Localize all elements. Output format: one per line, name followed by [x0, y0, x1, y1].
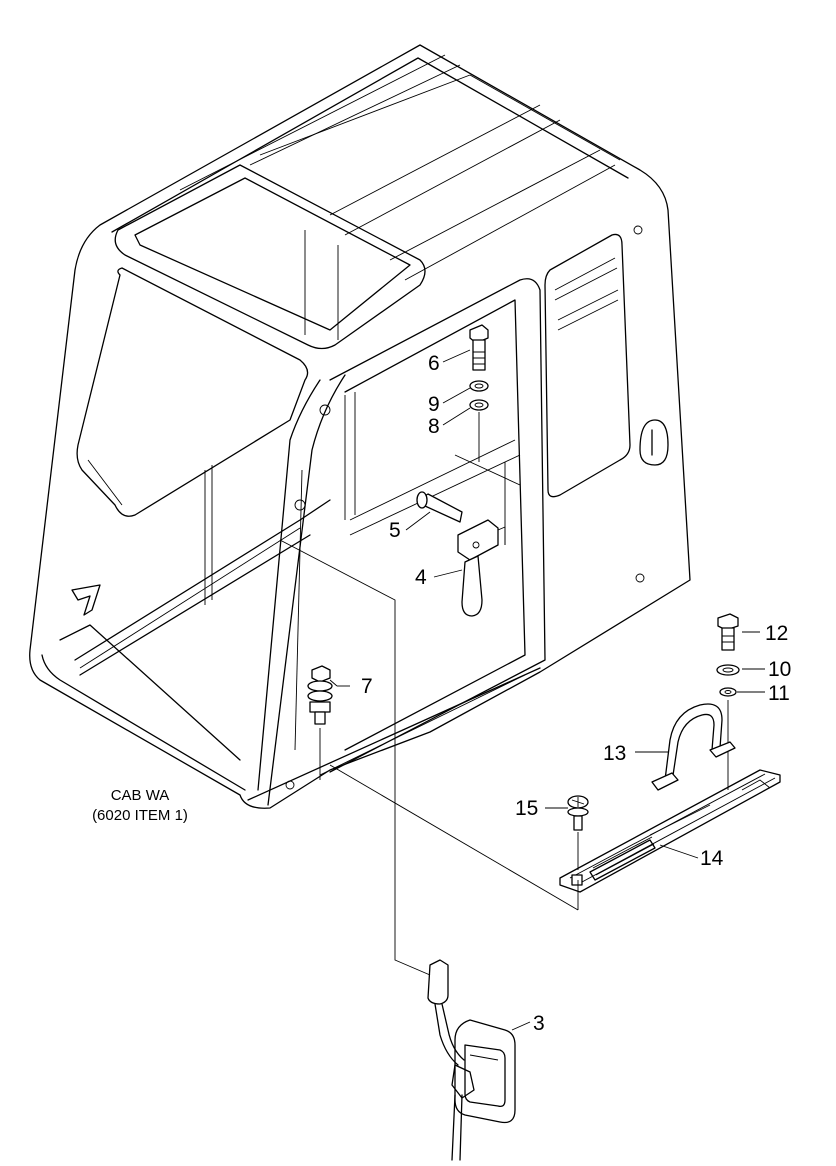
callout-11: 11	[768, 682, 790, 705]
callout-10: 10	[768, 658, 791, 681]
callout-13: 13	[603, 742, 626, 765]
callout-14: 14	[700, 847, 724, 870]
cab-body	[29, 44, 691, 809]
bolt-part-12	[717, 613, 739, 651]
callout-4: 4	[415, 566, 427, 589]
callout-7: 7	[361, 675, 373, 698]
screw-part-15	[567, 795, 589, 831]
pin-part-5	[416, 491, 463, 523]
washer-part-11	[719, 687, 737, 697]
washer-part-10	[716, 664, 740, 676]
callout-leaders	[329, 349, 765, 1031]
callout-15: 15	[515, 797, 538, 820]
assembly-line-step	[329, 764, 579, 911]
caption-line-2: (6020 ITEM 1)	[92, 807, 188, 824]
callout-6: 6	[428, 352, 440, 375]
callout-5: 5	[389, 519, 401, 542]
washer-part-8	[469, 399, 489, 411]
callout-9: 9	[428, 393, 440, 416]
callout-8: 8	[428, 415, 440, 438]
caption-line-1: CAB WA	[111, 787, 170, 804]
step-plate-part-14	[559, 769, 781, 893]
mirror-part-3	[427, 959, 516, 1161]
bolt-part-7	[307, 665, 333, 725]
assembly-line-3	[279, 539, 431, 976]
bolt-part-6	[469, 324, 489, 371]
washer-part-9	[469, 380, 489, 392]
callout-12: 12	[765, 622, 788, 645]
handle-part-13	[651, 703, 736, 791]
lever-part-4	[457, 519, 506, 617]
callout-3: 3	[533, 1012, 545, 1035]
